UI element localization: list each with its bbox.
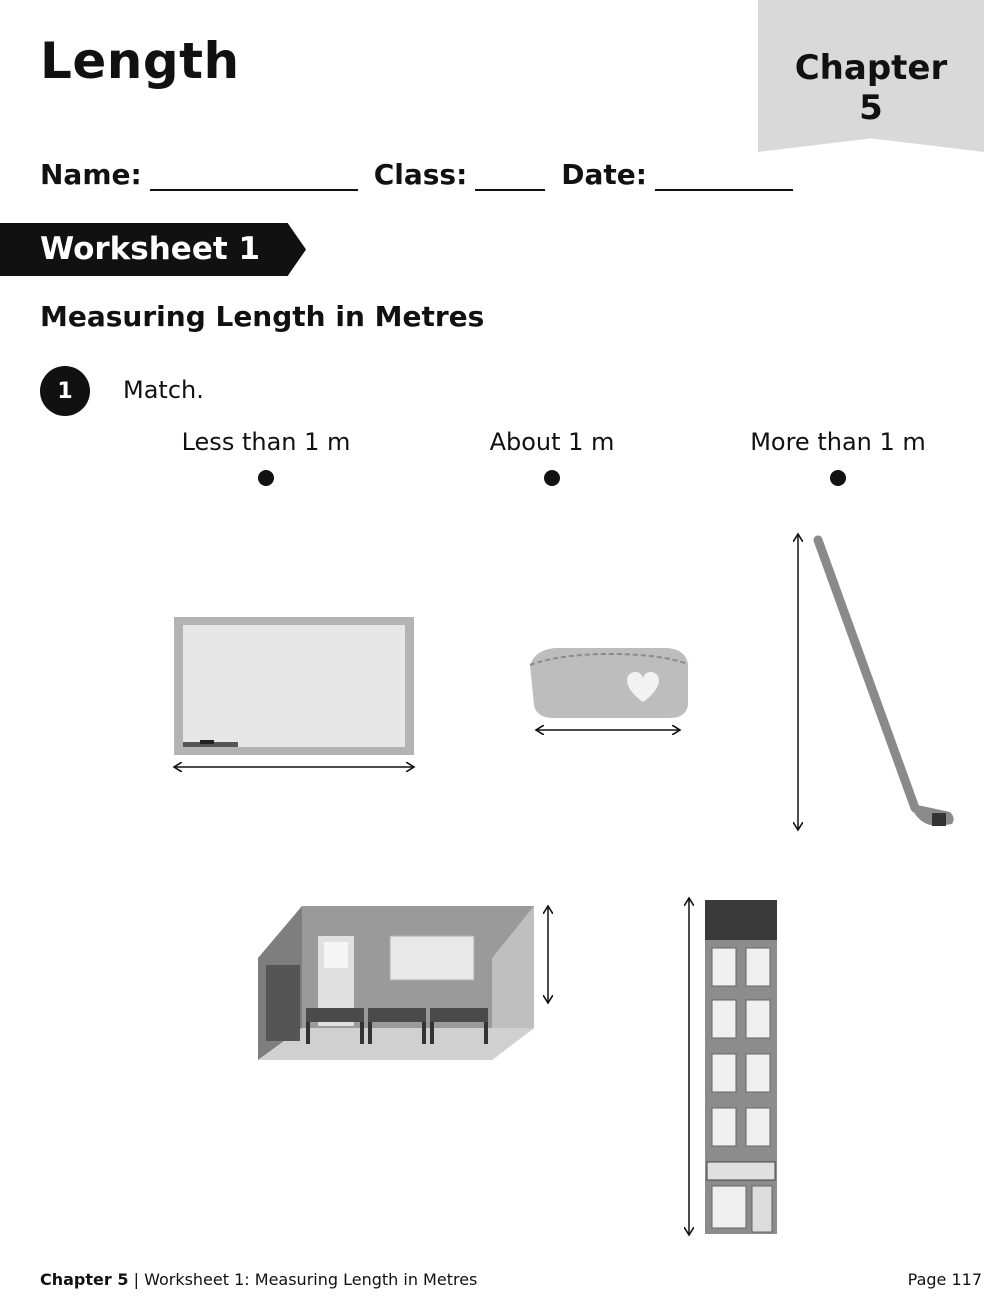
section-title: Measuring Length in Metres [40,300,485,333]
worksheet-banner: Worksheet 1 [0,223,306,276]
student-fields: Name: Class: Date: [40,158,809,191]
footer-reference: Chapter 5 | Worksheet 1: Measuring Lengt… [40,1270,477,1289]
match-dot-less[interactable] [258,470,274,486]
category-about-1m: About 1 m [489,428,615,456]
date-blank[interactable] [655,161,793,191]
chapter-tab: Chapter 5 [758,0,984,152]
chapter-label: Chapter [794,48,948,88]
date-label: Date: [561,158,647,191]
match-dot-about[interactable] [544,470,560,486]
building-icon[interactable] [689,898,777,1235]
class-blank[interactable] [475,161,546,191]
name-blank[interactable] [149,161,358,191]
page-title: Length [40,32,240,90]
question-number: 1 [40,366,90,416]
class-label: Class: [373,158,468,191]
name-label: Name: [40,158,142,191]
page-number: Page 117 [907,1270,982,1289]
category-more-than-1m: More than 1 m [750,428,926,456]
pencil-case-icon[interactable] [529,648,689,730]
hockey-stick-icon[interactable] [798,534,954,830]
footer-separator: | [133,1270,139,1289]
question-instruction: Match. [123,376,204,404]
whiteboard-icon[interactable] [174,617,414,767]
category-less-than-1m: Less than 1 m [181,428,351,456]
footer-chapter: Chapter 5 [40,1270,129,1289]
classroom-icon[interactable] [258,906,548,1060]
match-dot-more[interactable] [830,470,846,486]
footer-worksheet-title: Worksheet 1: Measuring Length in Metres [144,1270,478,1289]
chapter-number: 5 [859,88,883,128]
